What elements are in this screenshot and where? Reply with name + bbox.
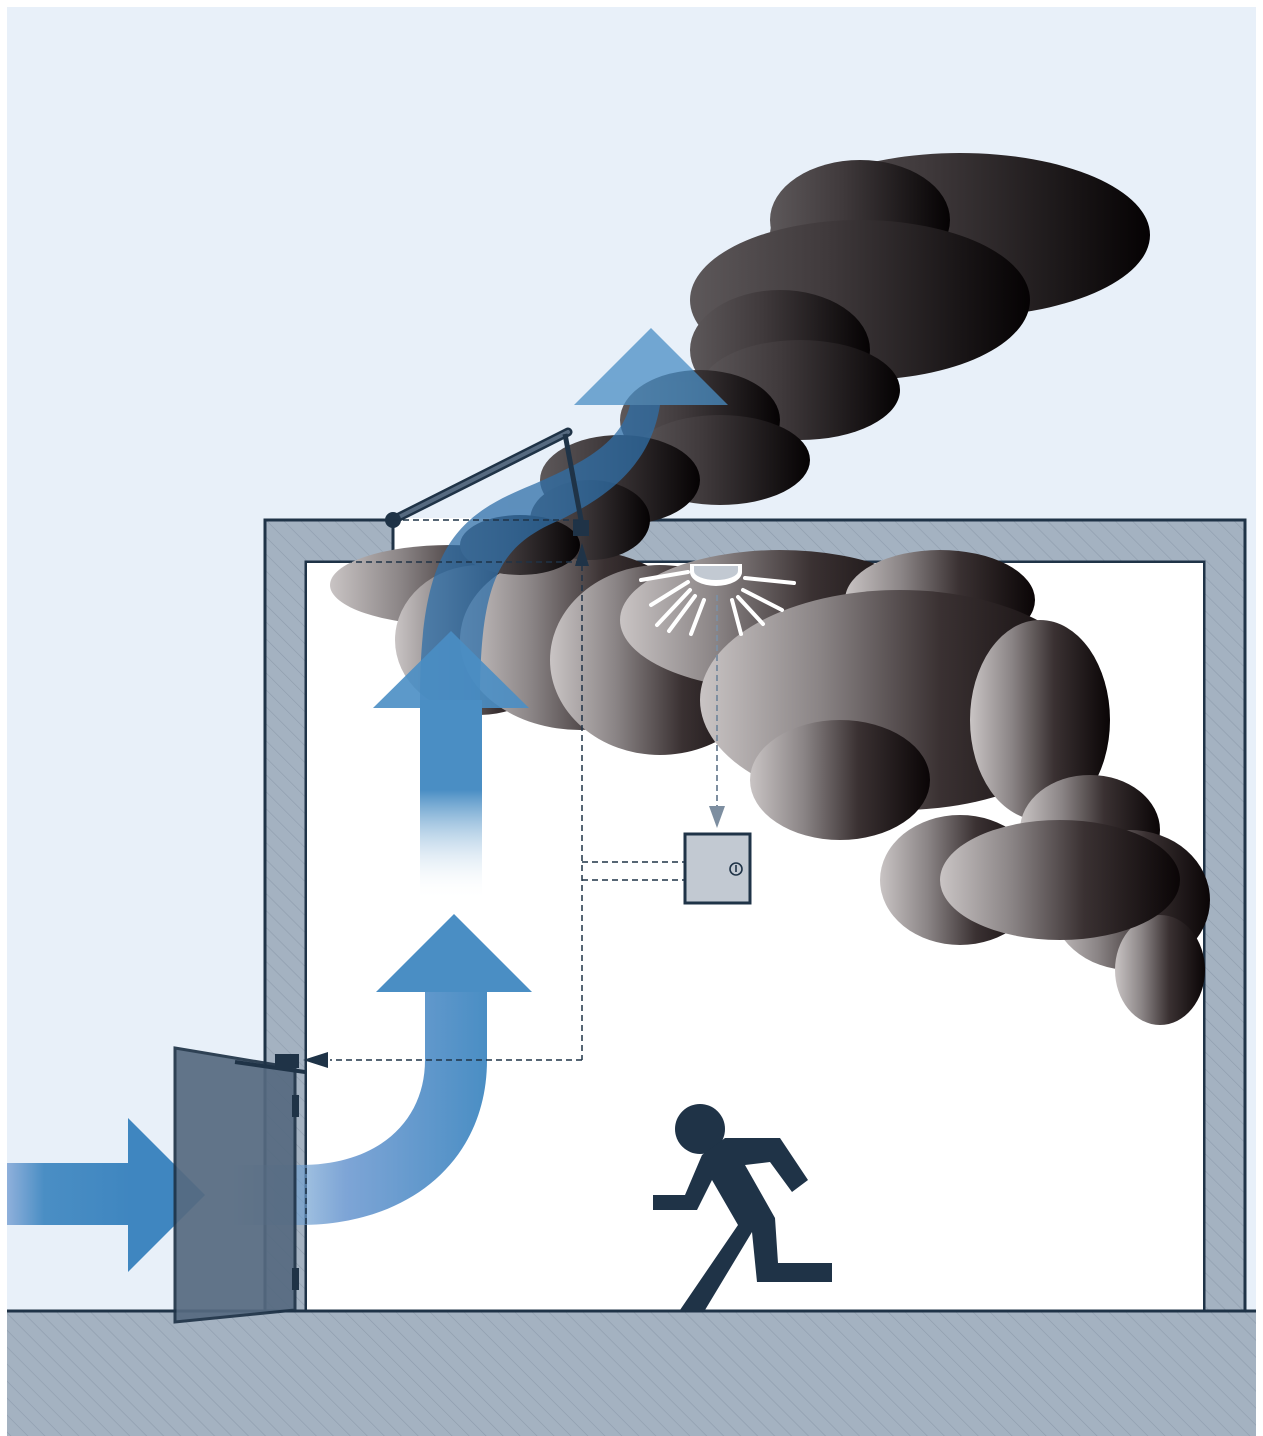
ground [7,1310,1256,1436]
control-panel-icon [685,834,750,903]
